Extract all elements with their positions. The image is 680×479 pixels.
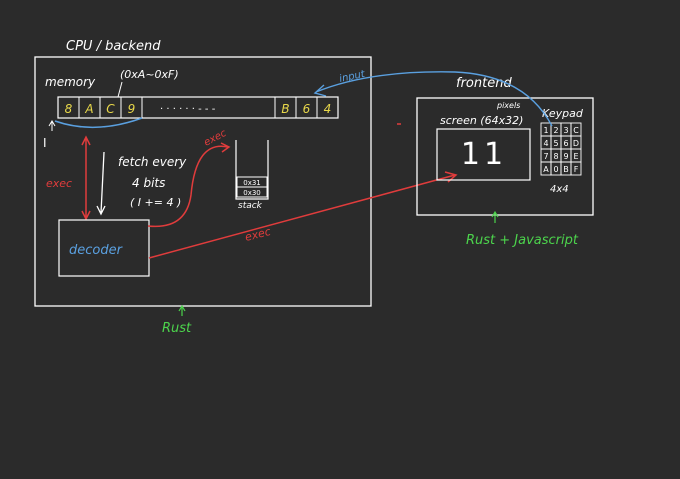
screen-box xyxy=(436,128,531,181)
exec-screen-label: exec xyxy=(244,225,272,244)
frontend-section: frontend pixels screen (64x32) 11 Keypad… xyxy=(313,69,594,248)
rust-arrow-icon xyxy=(178,304,186,316)
keypad-key-label: 0 xyxy=(553,165,558,174)
keypad-key xyxy=(570,161,582,176)
keypad-key-label: 5 xyxy=(553,139,558,148)
keypad-key-label: 6 xyxy=(563,139,568,148)
memory-cell: 9 xyxy=(128,102,136,116)
keypad-key-label: E xyxy=(573,152,578,161)
fetch-line-1: fetch every xyxy=(118,155,187,169)
keypad-key-label: F xyxy=(574,165,579,174)
keypad-key-label: 1 xyxy=(543,126,548,135)
memory-strip xyxy=(57,96,339,119)
screen-label: screen (64x32) xyxy=(440,114,523,127)
exec-left-label: exec xyxy=(46,177,72,190)
decoder-label: decoder xyxy=(69,243,124,258)
stack-cell xyxy=(236,186,268,198)
stack-cell-label: 0x31 xyxy=(243,179,261,187)
memory-cell: C xyxy=(106,102,115,116)
memory-cell: 6 xyxy=(303,102,311,116)
memory-cell: B xyxy=(281,102,289,116)
memory-cell: 4 xyxy=(324,102,332,116)
frontend-lang-arrow-icon xyxy=(491,210,499,223)
rust-label: Rust xyxy=(162,321,192,336)
stack-container xyxy=(235,140,269,200)
cpu-title: CPU / backend xyxy=(66,39,161,54)
frontend-title: frontend xyxy=(456,76,512,91)
keypad-key-label: 8 xyxy=(553,152,558,161)
keypad-key-label: D xyxy=(573,139,579,148)
keypad-key-label: 2 xyxy=(553,126,558,135)
stack-label: stack xyxy=(238,201,263,211)
keypad-key-label: 7 xyxy=(543,152,548,161)
keypad-key-label: B xyxy=(563,165,569,174)
memory-dots: · · · · · · - - - xyxy=(160,104,216,115)
frontend-lang-label: Rust + Javascript xyxy=(466,233,579,248)
decoder-box xyxy=(58,219,150,277)
keypad-key-label: 3 xyxy=(563,126,568,135)
stack-cells: 0x31 0x30 xyxy=(236,176,268,198)
stack-cell-label: 0x30 xyxy=(243,189,261,197)
frontend-box xyxy=(416,97,594,216)
screen-display: 11 xyxy=(461,137,507,172)
exec-stack-arrow xyxy=(147,142,231,228)
keypad-key-label: 4 xyxy=(543,139,548,148)
exec-left-arrow xyxy=(81,135,91,221)
range-label: (0xA~0xF) xyxy=(120,68,179,81)
index-label: I xyxy=(43,136,47,150)
cpu-box xyxy=(34,56,372,307)
memory-cell: A xyxy=(84,102,93,116)
keypad-key-label: A xyxy=(543,165,549,174)
fetch-line-2: 4 bits xyxy=(132,176,165,190)
input-label: input xyxy=(338,69,367,85)
input-arrow xyxy=(313,71,553,127)
index-arrow-icon xyxy=(48,120,56,131)
fetch-line-3: ( I += 4 ) xyxy=(130,196,181,209)
keypad-key-label: 9 xyxy=(563,152,568,161)
memory-cell: 8 xyxy=(65,102,73,116)
exec-screen-arrow xyxy=(148,171,458,259)
first-byte-brace xyxy=(54,117,143,128)
fetch-arrow xyxy=(96,151,106,216)
keypad-key-label: C xyxy=(573,126,579,135)
pixels-label: pixels xyxy=(496,101,520,110)
keypad-label: Keypad xyxy=(542,107,584,120)
memory-label: memory xyxy=(45,75,96,89)
keypad-size-label: 4x4 xyxy=(550,184,569,195)
range-pointer xyxy=(117,81,123,98)
